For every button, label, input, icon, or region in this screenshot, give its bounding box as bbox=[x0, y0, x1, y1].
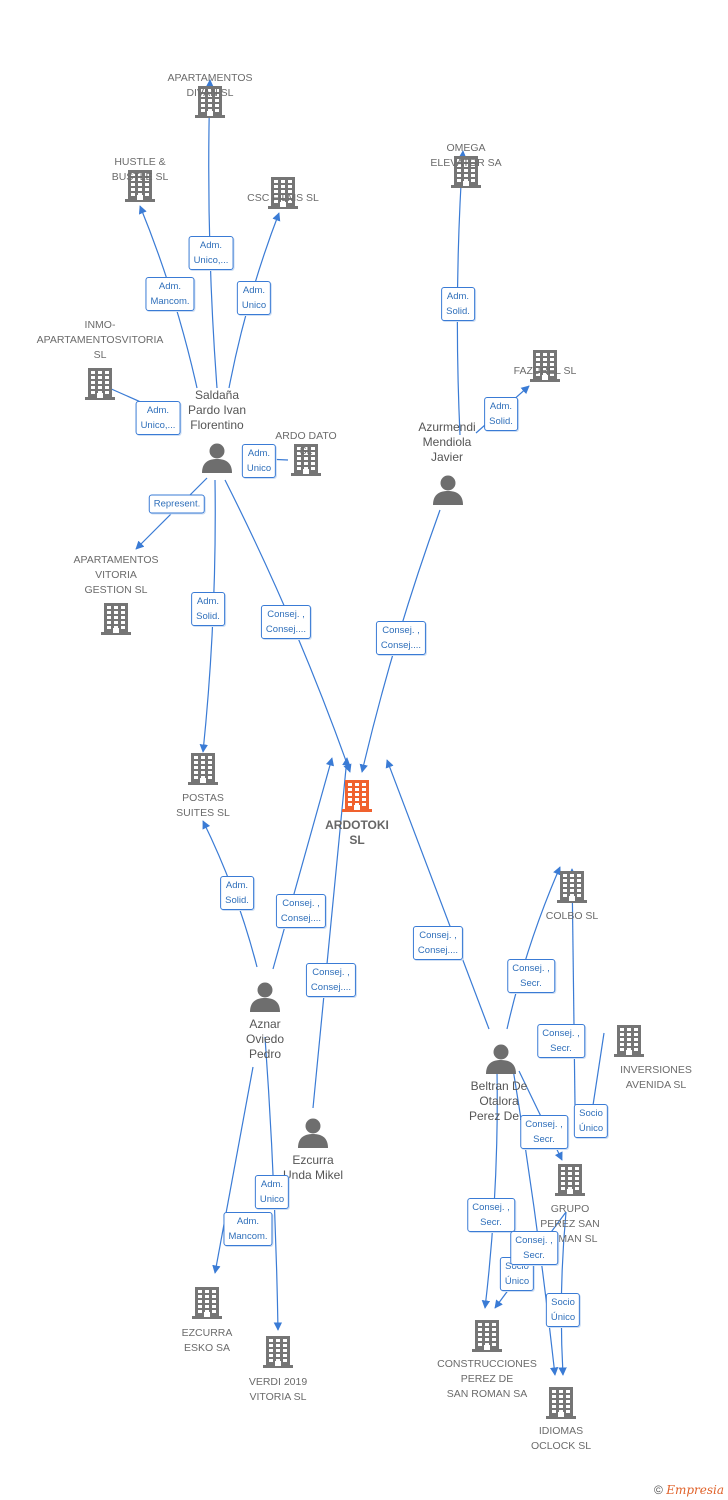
edge-beltran-to-ardotoki bbox=[385, 759, 490, 1030]
building-icon[interactable] bbox=[195, 84, 225, 125]
company-label[interactable]: VERDI 2019 VITORIA SL bbox=[248, 1376, 308, 1403]
building-icon[interactable] bbox=[291, 442, 321, 483]
company-label[interactable]: EZCURRA ESKO SA bbox=[181, 1327, 233, 1354]
company-label[interactable]: APARTAMENTOS DIVAN SL bbox=[167, 72, 253, 99]
edge-role-label[interactable]: Consej. , Consej.... bbox=[412, 926, 464, 960]
person-icon[interactable] bbox=[249, 982, 281, 1017]
person-icon[interactable] bbox=[297, 1118, 329, 1153]
building-icon[interactable] bbox=[263, 1334, 293, 1375]
person-label[interactable]: Saldaña Pardo Ivan Florentino bbox=[187, 388, 247, 432]
company-label[interactable]: CSC FILMS SL bbox=[247, 192, 319, 204]
building-icon[interactable] bbox=[268, 175, 298, 216]
person-label[interactable]: Ezcurra Unda Mikel bbox=[282, 1153, 344, 1182]
building-icon[interactable] bbox=[530, 348, 560, 389]
edge-saldana-to-divan bbox=[205, 79, 218, 389]
person-label[interactable]: Azurmendi Mendiola Javier bbox=[418, 420, 476, 464]
building-icon[interactable] bbox=[451, 154, 481, 195]
edge-role-label[interactable]: Adm. Unico bbox=[236, 281, 272, 315]
company-label[interactable]: INMO- APARTAMENTOSVITORIA SL bbox=[36, 319, 164, 361]
building-icon[interactable] bbox=[188, 751, 218, 792]
company-label[interactable]: CONSTRUCCIONES PEREZ DE SAN ROMAN SA bbox=[437, 1358, 537, 1400]
building-icon[interactable] bbox=[614, 1023, 644, 1064]
company-label[interactable]: IDIOMAS OCLOCK SL bbox=[530, 1425, 592, 1452]
footer-brand: © Empresia bbox=[654, 1483, 724, 1497]
edge-role-label[interactable]: Consej. , Consej.... bbox=[260, 605, 312, 639]
edge-beltran-to-construcciones bbox=[481, 1070, 498, 1309]
person-icon[interactable] bbox=[485, 1044, 517, 1079]
building-icon[interactable] bbox=[125, 168, 155, 209]
company-label[interactable]: POSTAS SUITES SL bbox=[176, 792, 230, 819]
copyright-symbol: © bbox=[654, 1483, 663, 1497]
brand-name[interactable]: Empresia bbox=[666, 1483, 724, 1497]
person-label[interactable]: Aznar Oviedo Pedro bbox=[245, 1017, 285, 1061]
edge-role-label[interactable]: Consej. , Secr. bbox=[520, 1115, 568, 1149]
company-label[interactable]: ARDO DATO SL bbox=[275, 430, 337, 457]
edge-role-label[interactable]: Represent. bbox=[148, 494, 206, 514]
building-icon[interactable] bbox=[101, 601, 131, 642]
edge-beltran-to-colbo bbox=[506, 866, 561, 1030]
edge-role-label[interactable]: Adm. Unico,... bbox=[188, 236, 234, 270]
edge-role-label[interactable]: Adm. Unico bbox=[241, 444, 277, 478]
main-company-label[interactable]: ARDOTOKI SL bbox=[325, 818, 389, 847]
company-label[interactable]: FAZUREL SL bbox=[513, 365, 577, 377]
edge-role-label[interactable]: Consej. , Secr. bbox=[537, 1024, 585, 1058]
edge-role-label[interactable]: Adm. Unico bbox=[254, 1175, 290, 1209]
building-icon[interactable] bbox=[555, 1162, 585, 1203]
edge-role-label[interactable]: Consej. , Secr. bbox=[467, 1198, 515, 1232]
edge-role-label[interactable]: Adm. Mancom. bbox=[145, 277, 195, 311]
edge-role-label[interactable]: Consej. , Secr. bbox=[507, 959, 555, 993]
edge-role-label[interactable]: Adm. Unico,... bbox=[135, 401, 181, 435]
building-icon[interactable] bbox=[192, 1285, 222, 1326]
edge-aznar-to-ardotoki bbox=[272, 757, 335, 970]
person-icon[interactable] bbox=[432, 475, 464, 510]
building-icon[interactable] bbox=[546, 1385, 576, 1426]
edge-saldana-to-aptvitoria bbox=[135, 477, 208, 550]
building-icon[interactable] bbox=[472, 1318, 502, 1359]
company-label[interactable]: OMEGA ELEVATOR SA bbox=[430, 142, 502, 169]
edge-role-label[interactable]: Adm. Solid. bbox=[484, 397, 518, 431]
building-icon[interactable] bbox=[342, 778, 372, 819]
person-icon[interactable] bbox=[201, 443, 233, 478]
edge-role-label[interactable]: Adm. Solid. bbox=[220, 876, 254, 910]
edge-beltran-to-idiomas bbox=[512, 1068, 559, 1376]
edge-role-label[interactable]: Adm. Mancom. bbox=[223, 1212, 273, 1246]
edge-role-label[interactable]: Consej. , Consej.... bbox=[275, 894, 327, 928]
edge-ezcurra-to-ardotoki bbox=[312, 757, 351, 1109]
company-label[interactable]: COLBO SL bbox=[545, 910, 599, 922]
edge-role-label[interactable]: Adm. Solid. bbox=[441, 287, 475, 321]
edge-role-label[interactable]: Socio Único bbox=[573, 1104, 609, 1138]
edge-role-label[interactable]: Socio Único bbox=[545, 1293, 581, 1327]
company-label[interactable]: INVERSIONES AVENIDA SL bbox=[620, 1064, 692, 1091]
edge-role-label[interactable]: Consej. , Secr. bbox=[510, 1231, 558, 1265]
edge-role-label[interactable]: Consej. , Consej.... bbox=[305, 963, 357, 997]
company-label[interactable]: HUSTLE & BUSTLE SL bbox=[111, 156, 169, 183]
edge-role-label[interactable]: Adm. Solid. bbox=[191, 592, 225, 626]
company-label[interactable]: APARTAMENTOS VITORIA GESTION SL bbox=[73, 554, 159, 596]
person-label[interactable]: Beltran De Otalora Perez De... bbox=[468, 1079, 530, 1123]
edge-role-label[interactable]: Consej. , Consej.... bbox=[375, 621, 427, 655]
building-icon[interactable] bbox=[85, 366, 115, 407]
building-icon[interactable] bbox=[557, 869, 587, 910]
edge-aznar-to-ezcurraesko bbox=[212, 1066, 254, 1274]
